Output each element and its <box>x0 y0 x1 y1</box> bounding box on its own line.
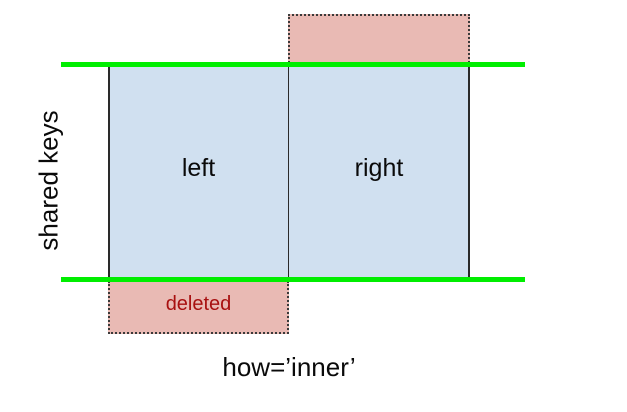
right-region-label: right <box>354 154 404 182</box>
shared-keys-bottom-boundary-line <box>61 277 525 282</box>
left-region-label: left <box>181 154 216 182</box>
right-only-discarded-region <box>288 14 470 66</box>
left-frame-region <box>108 65 289 282</box>
shared-keys-top-boundary-line <box>61 62 525 67</box>
shared-keys-axis-label: shared keys <box>33 110 64 251</box>
right-frame-region <box>288 65 470 282</box>
join-how-caption: how=’inner’ <box>222 352 356 382</box>
deleted-region-label: deleted <box>165 293 232 315</box>
left-only-discarded-region <box>108 281 289 334</box>
